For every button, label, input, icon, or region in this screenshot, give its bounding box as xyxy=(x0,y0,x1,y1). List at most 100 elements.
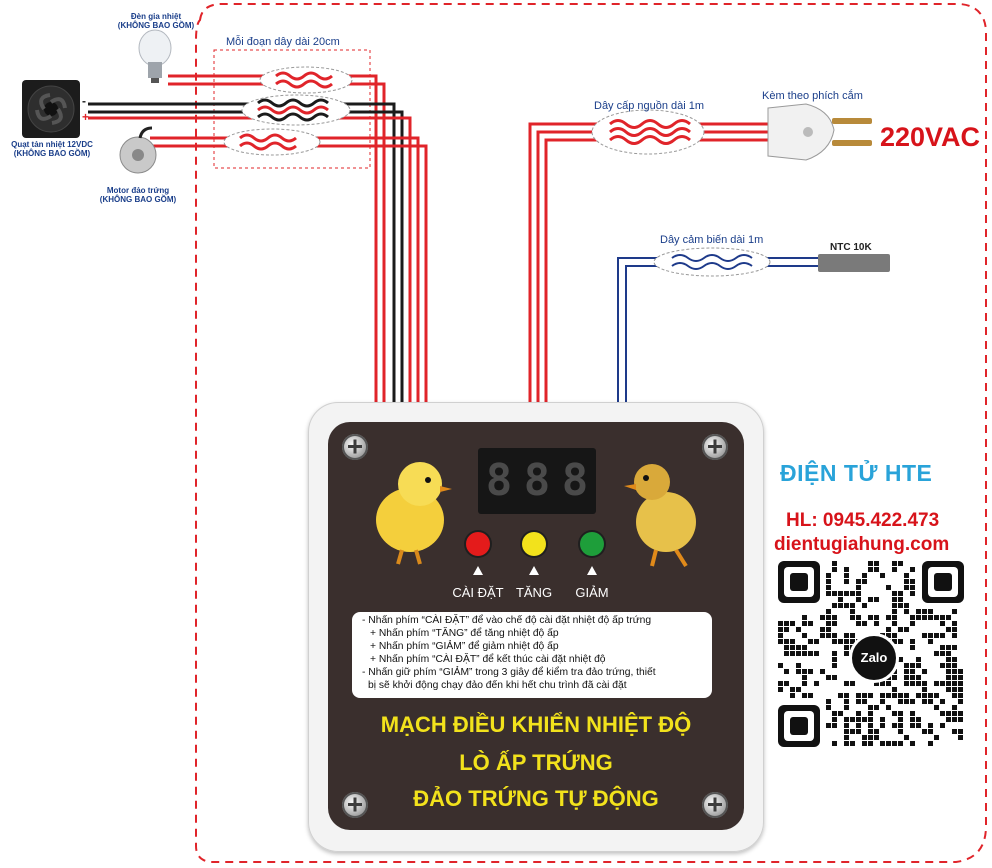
qr-module xyxy=(844,723,849,728)
qr-module xyxy=(868,741,873,746)
qr-module xyxy=(910,591,915,596)
qr-module xyxy=(838,591,843,596)
qr-module xyxy=(868,729,873,734)
screw-icon xyxy=(702,434,728,460)
increase-button-label: TĂNG xyxy=(515,585,553,600)
qr-module xyxy=(844,639,849,644)
qr-module xyxy=(892,615,897,620)
qr-module xyxy=(814,639,819,644)
qr-module xyxy=(952,621,957,626)
fan-plus-sign: + xyxy=(82,110,90,124)
qr-module xyxy=(826,573,831,578)
qr-module xyxy=(862,693,867,698)
qr-module xyxy=(844,717,849,722)
fan-cable-oval xyxy=(241,94,351,126)
fan-label: Quạt tản nhiệt 12VDC (KHÔNG BAO GỒM) xyxy=(4,140,100,158)
qr-module xyxy=(910,711,915,716)
qr-module xyxy=(928,699,933,704)
qr-module xyxy=(952,663,957,668)
qr-module xyxy=(940,723,945,728)
qr-module xyxy=(892,591,897,596)
qr-module xyxy=(898,717,903,722)
qr-module xyxy=(778,633,783,638)
qr-module xyxy=(874,561,879,566)
instruction-line: - Nhấn giữ phím “GIẢM” trong 3 giây để k… xyxy=(362,667,656,678)
triangle-up-icon xyxy=(473,566,483,575)
display-digit: 8 xyxy=(523,455,551,506)
brand-name: ĐIỆN TỬ HTE xyxy=(780,460,933,486)
qr-module xyxy=(916,657,921,662)
qr-module xyxy=(910,681,915,686)
qr-module xyxy=(958,681,963,686)
qr-finder-core xyxy=(934,573,952,591)
qr-module xyxy=(856,729,861,734)
panel-title-line-3: ĐẢO TRỨNG TỰ ĐỘNG xyxy=(413,786,659,811)
qr-module xyxy=(886,633,891,638)
qr-module xyxy=(856,699,861,704)
qr-code[interactable]: Zalo xyxy=(776,559,966,751)
voltage-label: 220VAC xyxy=(880,122,981,152)
qr-module xyxy=(946,717,951,722)
qr-module xyxy=(922,615,927,620)
qr-module xyxy=(904,585,909,590)
qr-module xyxy=(808,621,813,626)
triangle-up-icon xyxy=(529,566,539,575)
qr-finder-core xyxy=(790,573,808,591)
qr-module xyxy=(826,699,831,704)
qr-module xyxy=(898,657,903,662)
qr-module xyxy=(880,717,885,722)
qr-module xyxy=(922,669,927,674)
qr-module xyxy=(874,705,879,710)
qr-module xyxy=(832,561,837,566)
fan-icon xyxy=(22,80,80,138)
qr-module xyxy=(928,693,933,698)
qr-module xyxy=(850,609,855,614)
qr-module xyxy=(904,573,909,578)
motor-note-text: (KHÔNG BAO GỒM) xyxy=(99,195,177,204)
qr-module xyxy=(892,687,897,692)
qr-module xyxy=(778,621,783,626)
qr-module xyxy=(934,693,939,698)
qr-module xyxy=(886,615,891,620)
qr-module xyxy=(952,633,957,638)
qr-module xyxy=(832,633,837,638)
decrease-button[interactable] xyxy=(580,532,604,556)
qr-module xyxy=(910,579,915,584)
qr-module xyxy=(796,687,801,692)
qr-module xyxy=(880,699,885,704)
qr-module xyxy=(952,627,957,632)
setting-button-label: CÀI ĐẶT xyxy=(452,585,504,600)
setting-button[interactable] xyxy=(466,532,490,556)
qr-module xyxy=(820,633,825,638)
hotline: HL: 0945.422.473 xyxy=(786,510,940,531)
qr-module xyxy=(910,669,915,674)
qr-module xyxy=(928,741,933,746)
qr-module xyxy=(868,693,873,698)
instruction-line: + Nhấn phím “CÀI ĐẶT” để kết thúc cài đặ… xyxy=(370,654,606,665)
qr-module xyxy=(898,603,903,608)
qr-module xyxy=(916,717,921,722)
qr-module xyxy=(886,741,891,746)
website[interactable]: dientugiahung.com xyxy=(774,534,950,555)
qr-module xyxy=(874,681,879,686)
qr-module xyxy=(874,735,879,740)
qr-module xyxy=(910,639,915,644)
qr-module xyxy=(790,645,795,650)
qr-module xyxy=(868,567,873,572)
qr-module xyxy=(934,651,939,656)
qr-module xyxy=(826,633,831,638)
qr-module xyxy=(826,579,831,584)
increase-button[interactable] xyxy=(522,532,546,556)
lamp-label-text: Đèn gia nhiệt xyxy=(130,12,182,21)
qr-module xyxy=(832,657,837,662)
qr-module xyxy=(820,627,825,632)
qr-module xyxy=(802,675,807,680)
qr-module xyxy=(904,663,909,668)
qr-module xyxy=(844,579,849,584)
qr-module xyxy=(844,681,849,686)
qr-module xyxy=(958,729,963,734)
lamp-note-text: (KHÔNG BAO GỒM) xyxy=(117,21,195,30)
qr-module xyxy=(844,735,849,740)
qr-module xyxy=(928,729,933,734)
qr-module xyxy=(904,579,909,584)
